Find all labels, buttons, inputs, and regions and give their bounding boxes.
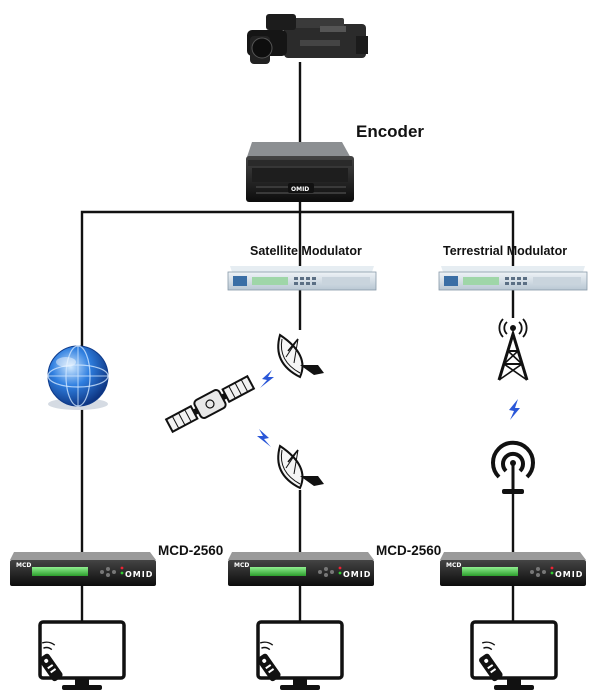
satellite-modulator-label: Satellite Modulator	[250, 244, 362, 258]
receiver-brand-logo: OMID	[555, 570, 583, 579]
satellite-modulator-device	[227, 266, 377, 291]
receiver-middle-device: MCD OMID	[228, 552, 374, 586]
receiver-left-label: MCD-2560	[158, 543, 223, 558]
svg-text:MCD: MCD	[234, 562, 249, 569]
lightning-icon	[509, 399, 520, 420]
monitor-icon	[38, 620, 126, 690]
receiver-left-device: MCD OMID	[10, 552, 156, 586]
encoder-label: Encoder	[356, 122, 424, 141]
receiver-middle-label: MCD-2560	[376, 543, 441, 558]
monitor-icon	[256, 620, 344, 690]
receiver-brand-logo: OMID	[343, 570, 371, 579]
terrestrial-modulator-device	[438, 266, 588, 291]
lightning-icon	[257, 429, 271, 447]
remote-control-icon	[257, 641, 281, 682]
satellite-dish-icon	[277, 333, 324, 379]
camera-icon	[247, 14, 368, 64]
server-encoder-icon: OMID	[246, 142, 354, 202]
svg-text:MCD: MCD	[16, 562, 31, 569]
globe-icon	[47, 345, 109, 410]
lightning-icon	[260, 370, 274, 388]
satellite-icon	[164, 374, 256, 434]
receiving-antenna-icon	[491, 440, 535, 494]
svg-text:MCD: MCD	[446, 562, 461, 569]
terrestrial-modulator-label: Terrestrial Modulator	[443, 244, 567, 258]
broadcast-tower-icon	[497, 318, 529, 381]
remote-control-icon	[39, 641, 63, 682]
encoder-brand-logo: OMID	[291, 186, 309, 193]
receiver-brand-logo: OMID	[125, 570, 153, 579]
remote-control-icon	[479, 641, 503, 682]
receiver-right-device: MCD OMID	[440, 552, 586, 586]
satellite-dish-icon	[277, 444, 324, 490]
